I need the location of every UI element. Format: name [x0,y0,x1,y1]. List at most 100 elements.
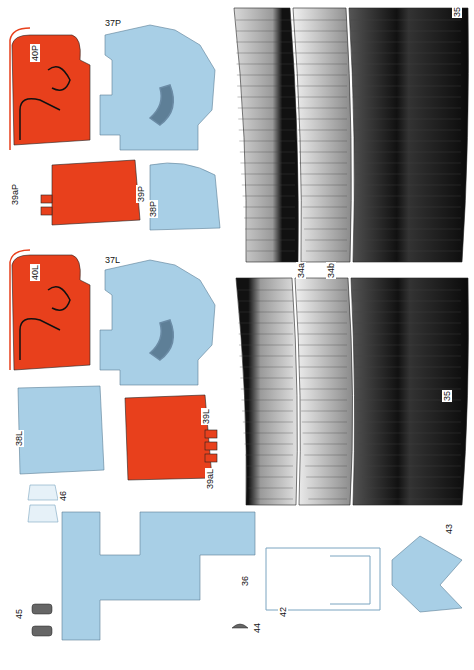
strip-rib [305,466,347,467]
strip-rib [300,174,347,175]
strip-rib [308,499,347,500]
strip-rib [353,290,461,291]
strip-rib [362,251,461,252]
strip-rib [247,251,295,252]
strip-rib [297,301,347,302]
strip-rib [357,411,461,412]
strip-rib [239,356,293,357]
strip-rib [238,108,295,109]
strip-rib [238,119,295,120]
strip-rib [296,64,347,65]
strip-rib [303,433,347,434]
strip-rib [358,422,461,423]
strip-rib [300,389,347,390]
strip-rib [236,42,295,43]
strip-rib [299,152,347,153]
strip-rib [295,42,347,43]
part-number: 39L [201,408,211,425]
strip-rib [243,196,295,197]
strip-rib [298,130,347,131]
strip-rib [354,130,461,131]
strip-rib [306,251,347,252]
part-number: 39aL [205,468,215,490]
strip-rib [238,323,293,324]
part-number: 46 [58,490,68,502]
strip-rib [243,207,295,208]
strip-rib [301,411,347,412]
strip-rib [239,141,295,142]
strip-rib [297,290,347,291]
strip-rib [245,455,293,456]
strip-rib [302,196,347,197]
strip-rib [298,345,347,346]
strip-rib [351,20,461,21]
strip-rib [364,499,461,500]
strip-rib [302,207,347,208]
strip-rib [295,31,347,32]
strip-rib [355,367,461,368]
strip-rib [303,218,347,219]
part-number: 45 [14,608,24,620]
strip-rib [306,477,347,478]
strip-rib [241,400,293,401]
strip-rib [247,477,293,478]
strip-rib [301,185,347,186]
strip-rib [353,312,461,313]
strip-rib [237,75,295,76]
strip-rib [239,130,295,131]
strip-rib [240,152,295,153]
strip-rib [244,444,293,445]
part-number: 38L [14,430,24,447]
strip-rib [353,108,461,109]
strip-rib [305,240,347,241]
strip-rib [362,477,461,478]
strip-rib [295,20,347,21]
strip-rib [355,163,461,164]
part-number: 38P [148,200,158,218]
strip-rib [358,207,461,208]
part-number: 42 [278,606,288,618]
strip-rib [298,334,347,335]
strip-rib [297,119,347,120]
strip-rib [297,108,347,109]
strip-rib [242,411,293,412]
strip-rib [357,185,461,186]
part-number: 39aP [10,183,20,206]
strip-rib [299,378,347,379]
strip-rib [248,488,293,489]
strip-rib [298,141,347,142]
strip-rib [352,97,461,98]
strip-rib [352,86,461,87]
strip-rib [295,53,347,54]
strip-rib [237,64,295,65]
strip-rib [361,240,461,241]
strip-rib [354,334,461,335]
strip-rib [355,378,461,379]
part-number: 35 [452,6,462,18]
strip-rib [354,345,461,346]
strip-rib [300,400,347,401]
strip-rib [354,356,461,357]
strip-rib [353,119,461,120]
part-number: 34a [296,262,306,279]
strip-rib [351,42,461,43]
strip-rib [304,229,347,230]
part-number: 44 [252,622,262,634]
strip-rib [241,174,295,175]
strip-rib [307,488,347,489]
strip-rib [359,218,461,219]
strip-rib [236,53,295,54]
strip-rib [296,86,347,87]
strip-rib [296,97,347,98]
part-number: 37P [104,18,122,28]
strip-rib [355,152,461,153]
strip-rib [354,141,461,142]
strip-rib [302,422,347,423]
part-number: 35 [442,390,452,402]
strip-rib [238,312,293,313]
part-number: 40L [30,264,40,281]
strip-rib [243,422,293,423]
strip-rib [299,367,347,368]
strip-rib [304,455,347,456]
strip-rib [359,433,461,434]
